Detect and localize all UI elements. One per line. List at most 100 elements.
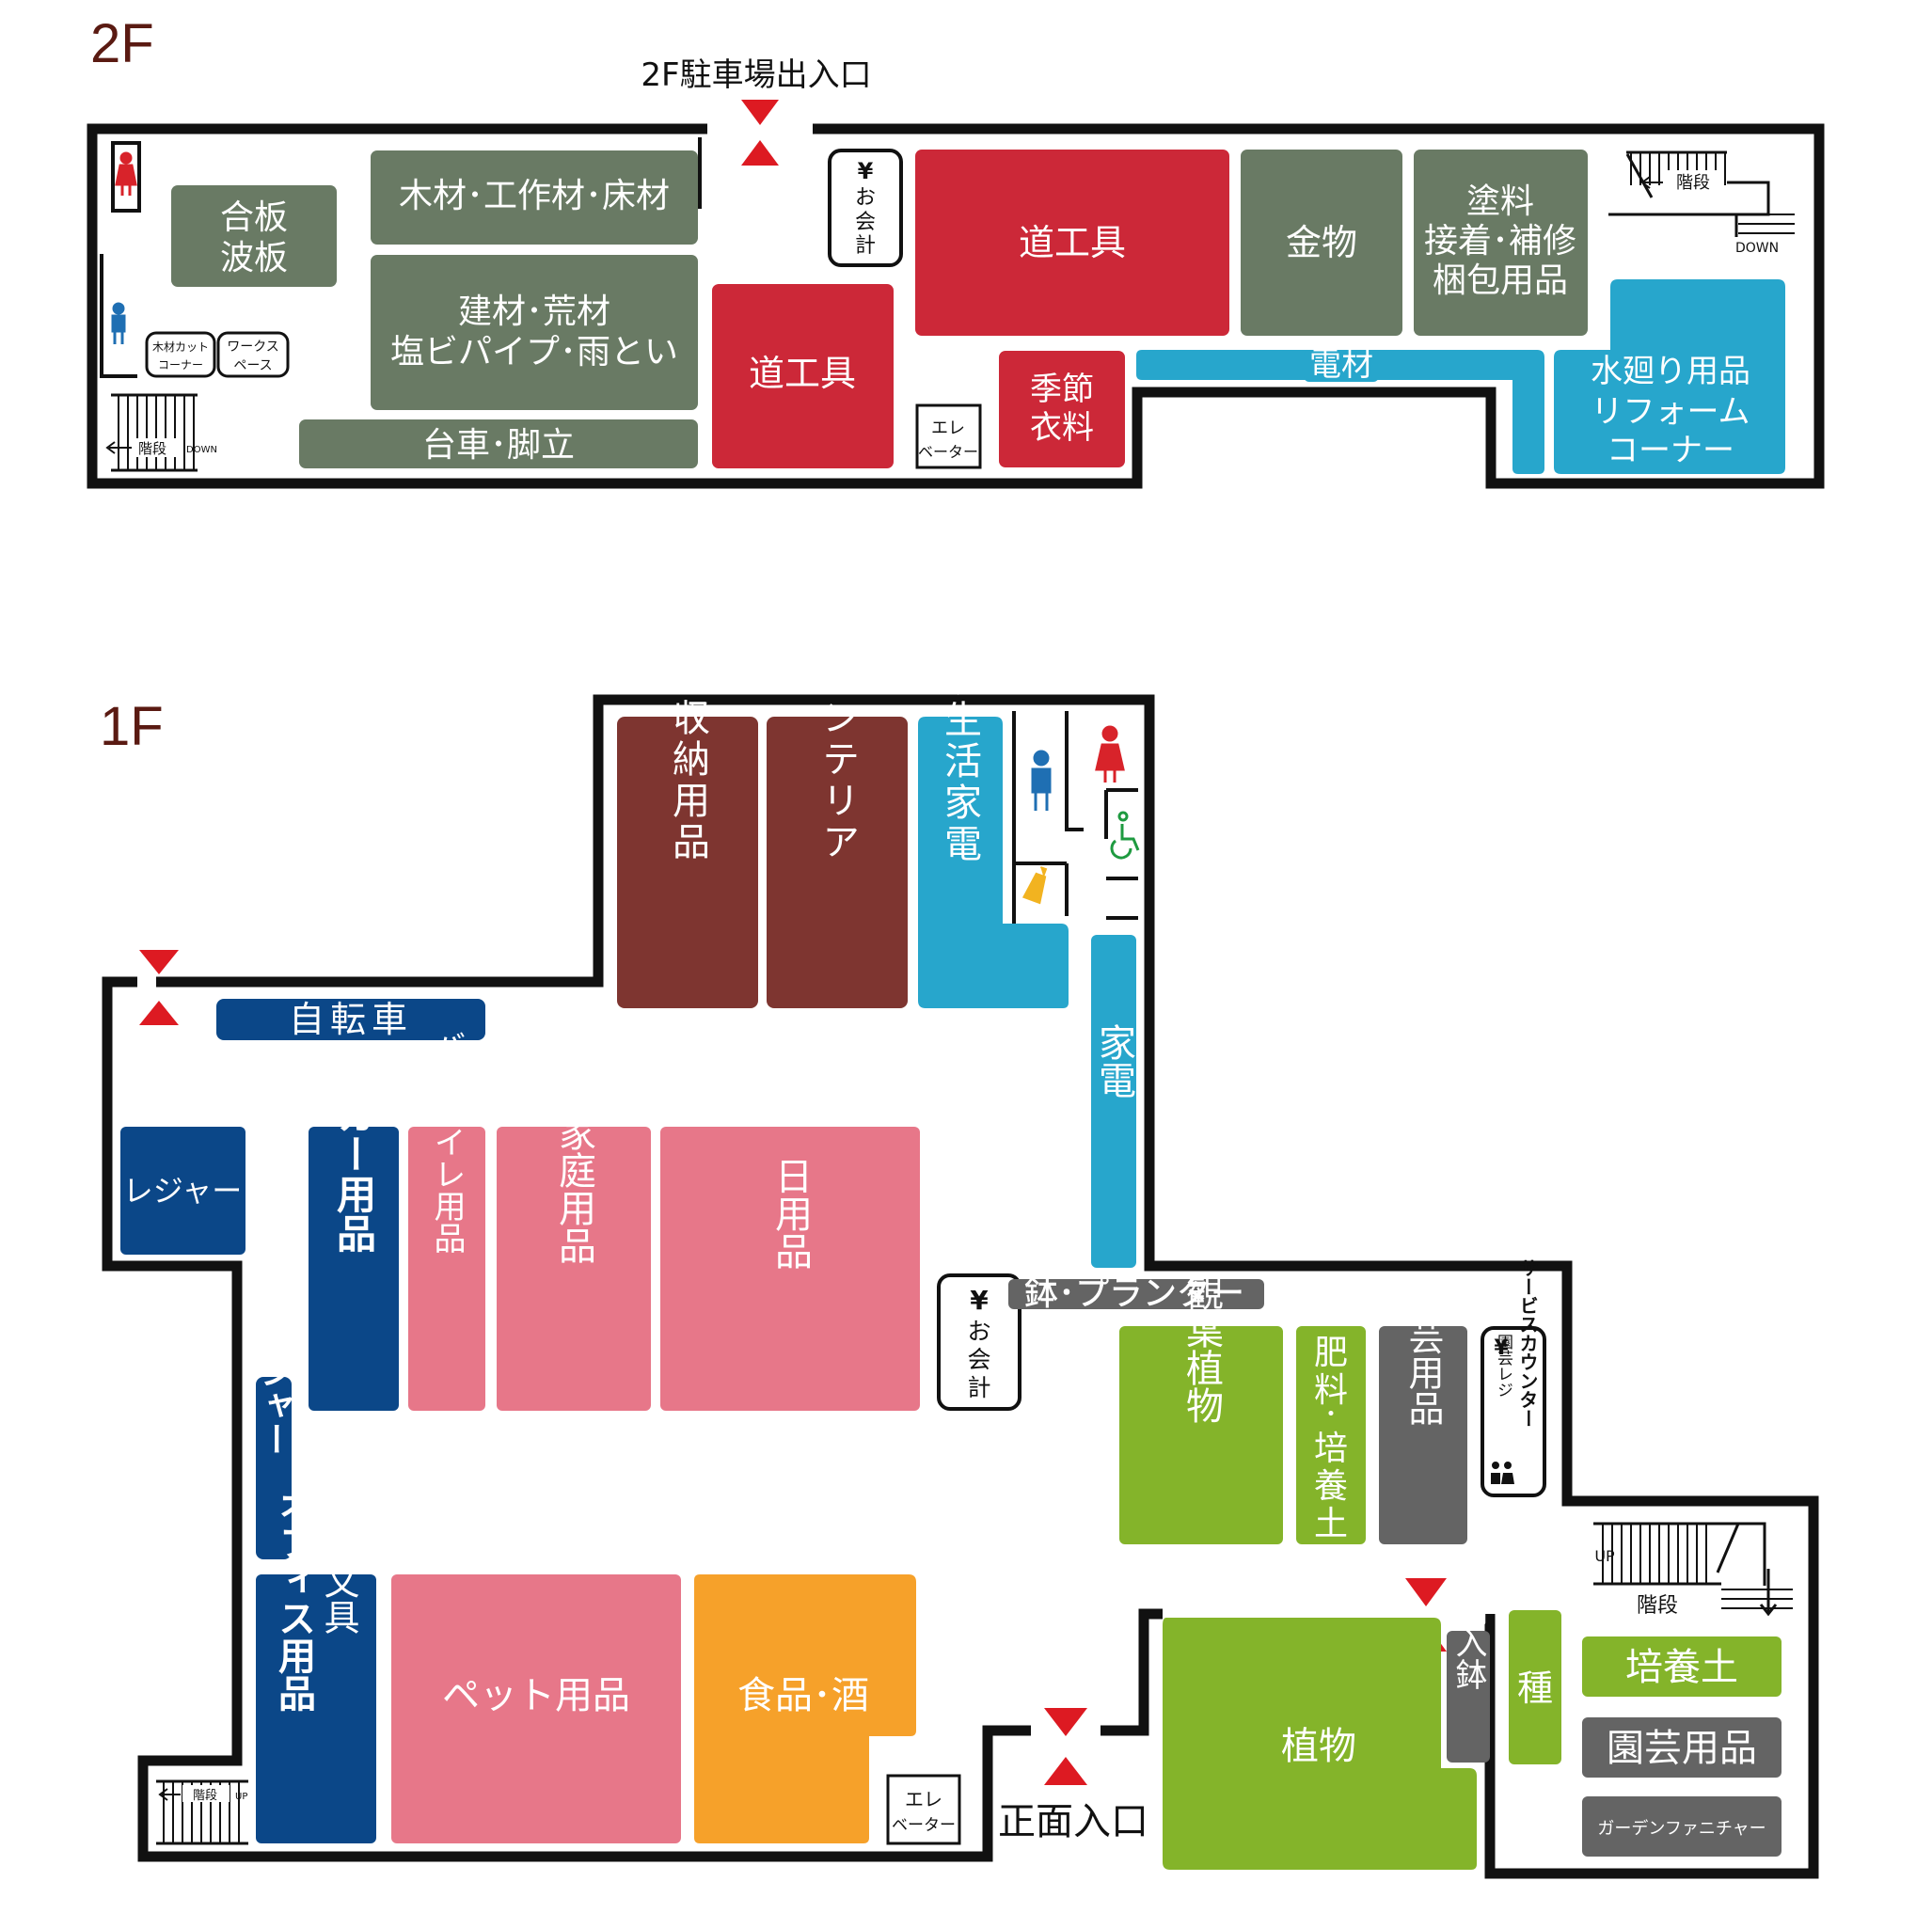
entrance-arrow-down-icon (741, 100, 779, 125)
checkout-1f-char3: 計 (967, 1374, 990, 1401)
floor-2f-wall (87, 123, 1825, 489)
zone-leisure-vertical-label: レジャー (255, 1320, 293, 1456)
elevator-1f-line1: エレ (905, 1788, 942, 1810)
service-counter (1481, 1326, 1546, 1497)
zone-office-label: オフィス用品 (272, 1486, 316, 1712)
zone-mizumawari-line2: リフォーム (1592, 393, 1750, 431)
main-entrance-arrow-down-icon (1044, 1708, 1087, 1736)
stairs-1f-left-dir: UP (235, 1792, 247, 1802)
zone-bath (408, 1127, 485, 1411)
zone-interior-label: インテリア (816, 656, 859, 863)
zone-engei-center-label: 園芸用品 (1402, 1283, 1444, 1426)
zone-tane (1509, 1610, 1561, 1764)
floor-2f-title: 2F (90, 13, 154, 74)
floor-1f-title: 1F (100, 696, 164, 757)
zone-tane-label: 種 (1517, 1668, 1553, 1709)
zone-bath-label: バストイレ用品 (428, 1030, 466, 1254)
workspace-line2: ペース (233, 358, 272, 373)
zone-daisha-label: 台車･脚立 (422, 426, 575, 465)
stairs-1f-right-label: 階段 (1637, 1594, 1678, 1618)
service-counter-label: サービスカウンター (1516, 1258, 1539, 1428)
checkout-2f-char1: お (855, 186, 876, 210)
checkout-1f (937, 1273, 1021, 1411)
stairs-2f-left: 階段 DOWN (105, 393, 217, 472)
restroom-1f-female-icon (1095, 725, 1125, 783)
zone-yunyu (1447, 1631, 1490, 1763)
zone-toryou-line3: 梱包用品 (1433, 261, 1568, 300)
elevator-2f-line2: ベーター (918, 443, 978, 461)
zone-shokuhin-label: 食品･酒 (737, 1674, 869, 1717)
zone-hachi-label: 鉢･プランター (1024, 1274, 1244, 1313)
zone-kaden-label: 家電 (1092, 1023, 1135, 1099)
zone-leisure-vertical (256, 1377, 292, 1559)
zone-baiyoudo-label: 培養土 (1625, 1646, 1738, 1689)
stairs-2f-left-arrow-icon (105, 441, 132, 454)
zone-kanamono-label: 金物 (1286, 222, 1357, 263)
floor-2f: 2F 2F駐車場出入口 木材カット コーナー ワークス ペース 階段 DOWN … (87, 13, 1825, 489)
restroom-female-icon (115, 151, 137, 196)
zone-yunyu-label: 輸入鉢 (1449, 1594, 1487, 1690)
workspace-line1: ワークス (227, 340, 279, 355)
zone-gouban-line2: 波板 (220, 239, 288, 277)
zone-kenzai (371, 255, 698, 410)
zone-mizumawari-line3: コーナー (1607, 432, 1734, 469)
wheelchair-icon (1110, 811, 1140, 860)
checkout-2f-yen-icon: ¥ (858, 158, 874, 184)
checkout-2f-char3: 計 (855, 234, 876, 258)
zone-hiryou-c1: 肥 (1314, 1334, 1348, 1372)
elevator-1f (886, 1774, 961, 1845)
zone-toryou (1414, 150, 1588, 336)
zone-jitensha (216, 999, 485, 1040)
main-entrance-label: 正面入口 (998, 1800, 1148, 1843)
zone-pet (391, 1574, 681, 1843)
zone-hiryou-c3: ･ (1324, 1399, 1338, 1431)
zone-denzai-label: 電材 (1309, 346, 1373, 384)
zone-katei-label: 家庭用品 (552, 1114, 595, 1264)
zone-office-bungu-label: 文具 (318, 1563, 359, 1635)
people-icon (1491, 1462, 1514, 1484)
workspace-tag (216, 331, 290, 378)
zone-kisetsu (999, 351, 1125, 467)
zone-leisure (120, 1127, 245, 1255)
stairs-1f-left: 階段 UP (156, 1779, 248, 1845)
floor-1f: 1F 正面入口 家具収納用品 インテリア 照明生活家電 家電 自転車 (100, 615, 1819, 1879)
restroom-1f-male-icon (1031, 750, 1052, 811)
zone-toryou-line2: 接着･補修 (1424, 222, 1576, 261)
floor-1f-wall-main (156, 694, 1819, 1879)
zone-toryou-line1: 塗料 (1466, 182, 1534, 221)
left-entrance-arrow-down-icon (139, 950, 179, 974)
zone-kisetsu-line1: 季節 (1030, 371, 1094, 408)
floor-1f-wall-left (102, 976, 1031, 1862)
zone-kenzai-line1: 建材･荒材 (458, 292, 610, 331)
zone-gouban (171, 185, 337, 287)
zone-kenzai-line2: 塩ビパイプ･雨とい (390, 333, 678, 372)
zone-leisure-label: レジャー (123, 1173, 242, 1209)
checkout-1f-char2: 会 (967, 1346, 990, 1373)
zone-nichiyou-label: 日用品 (768, 1157, 812, 1270)
zone-jitensha-label: 自転車 (289, 999, 413, 1040)
service-register-label: 園芸レジ (1494, 1334, 1513, 1398)
zone-kagu-label: 家具収納用品 (666, 615, 709, 863)
zone-mizumawari (1554, 279, 1785, 474)
mokuzai-cut-corner (145, 331, 216, 378)
stairs-2f-right: 階段 DOWN (1608, 150, 1795, 256)
zone-office (256, 1574, 376, 1843)
restroom-wall-left (100, 254, 137, 378)
elevator-2f-line1: エレ (931, 419, 965, 438)
zone-nichiyou (660, 1127, 920, 1411)
stairs-1f-left-arrow-icon (158, 1788, 181, 1801)
stairs-2f-left-label: 階段 (138, 440, 166, 457)
main-entrance-arrow-up-icon (1044, 1757, 1087, 1785)
baby-bottle-icon (1021, 866, 1048, 905)
elevator-1f-line2: ベーター (892, 1816, 956, 1835)
entrance-arrow-up-icon (741, 140, 779, 166)
checkout-2f-char2: 会 (855, 211, 876, 234)
zone-kaden (1091, 935, 1136, 1268)
zone-mizumawari-line1: 水廻り用品 (1591, 353, 1750, 390)
stairs-2f-left-dir: DOWN (186, 445, 217, 455)
zone-kanamono (1241, 150, 1402, 336)
restroom-divider (111, 141, 141, 213)
zone-kanyou-label: 観葉植物 (1180, 1273, 1224, 1424)
zone-engei-center (1379, 1326, 1467, 1544)
